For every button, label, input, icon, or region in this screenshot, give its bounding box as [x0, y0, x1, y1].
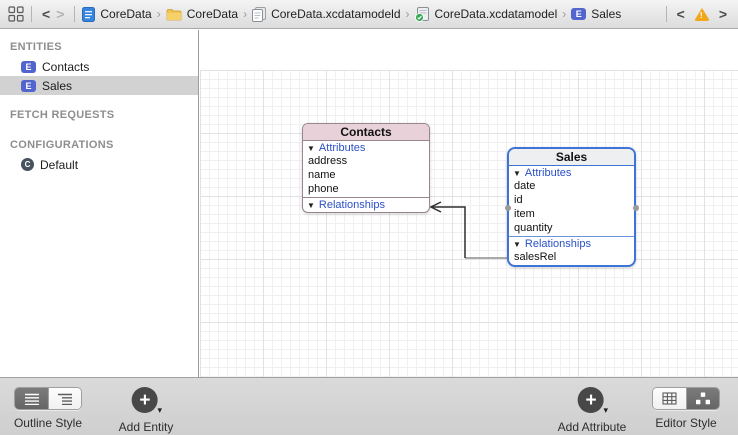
- entity-icon: E: [571, 8, 587, 20]
- entity-title[interactable]: Sales: [509, 149, 634, 166]
- attribute-row[interactable]: item: [514, 208, 535, 220]
- editor-style-graph-button[interactable]: [686, 388, 719, 409]
- entity-icon: E: [21, 60, 36, 73]
- configuration-icon: C: [21, 158, 34, 171]
- divider: [665, 6, 667, 22]
- breadcrumb-label: CoreData: [100, 7, 152, 21]
- section-label: Attributes: [524, 167, 572, 179]
- breadcrumb-project[interactable]: CoreData: [82, 6, 152, 22]
- hierarchical-list-icon: [57, 393, 72, 405]
- attributes-section-header[interactable]: ▼ Attributes: [509, 166, 634, 180]
- editor-style-segmented-control: [652, 387, 720, 410]
- editor-style-table-button[interactable]: [653, 388, 686, 409]
- editor-bottom-toolbar: Outline Style + ▾ Add Entity + ▾ Add Att…: [0, 377, 738, 435]
- add-attribute-button[interactable]: +: [578, 387, 604, 413]
- project-icon: [82, 6, 96, 22]
- section-label: Relationships: [318, 199, 385, 211]
- menu-caret-icon: ▾: [603, 405, 608, 415]
- model-bundle-icon: [252, 6, 267, 22]
- breadcrumb-group[interactable]: CoreData: [166, 7, 238, 21]
- disclosure-triangle-icon[interactable]: ▼: [513, 168, 521, 178]
- breadcrumb-label: CoreData: [186, 7, 239, 21]
- section-label: Attributes: [318, 142, 366, 154]
- forward-button[interactable]: >: [56, 6, 65, 22]
- attribute-row[interactable]: phone: [308, 183, 339, 195]
- sidebar-item-contacts[interactable]: E Contacts: [0, 57, 198, 76]
- divider: [31, 6, 32, 22]
- editor-style-label: Editor Style: [655, 416, 717, 430]
- previous-issue-button[interactable]: <: [676, 6, 685, 22]
- sidebar-item-label: Default: [40, 157, 79, 172]
- jump-bar: < > CoreData › CoreData ›: [0, 0, 738, 29]
- next-issue-button[interactable]: >: [718, 6, 727, 22]
- outline-style-hierarchical-button[interactable]: [47, 388, 81, 409]
- add-attribute-group: + ▾ Add Attribute: [557, 387, 627, 434]
- selection-handle-left[interactable]: [505, 205, 511, 211]
- entity-title[interactable]: Contacts: [303, 124, 429, 141]
- add-attribute-label: Add Attribute: [557, 420, 627, 434]
- breadcrumb-label: CoreData.xcdatamodeld: [271, 7, 401, 21]
- breadcrumb-entity-sales[interactable]: E Sales: [571, 7, 621, 21]
- folder-icon: [166, 8, 182, 20]
- breadcrumb-separator: ›: [405, 7, 410, 21]
- breadcrumb-separator: ›: [562, 7, 567, 21]
- attribute-row[interactable]: address: [308, 155, 348, 167]
- related-items-icon[interactable]: [8, 6, 24, 22]
- entity-box-sales[interactable]: Sales ▼ Attributes date id item quantity…: [507, 147, 636, 267]
- attribute-row[interactable]: date: [514, 180, 536, 192]
- section-label: Relationships: [524, 238, 591, 250]
- sidebar-item-label: Contacts: [42, 59, 90, 74]
- entity-box-contacts[interactable]: Contacts ▼ Attributes address name phone…: [302, 123, 430, 213]
- add-entity-label: Add Entity: [118, 420, 174, 434]
- plus-icon: +: [139, 389, 151, 411]
- attribute-row[interactable]: name: [308, 169, 336, 181]
- sidebar-item-label: Sales: [42, 78, 73, 93]
- breadcrumb-separator: ›: [156, 7, 161, 21]
- model-navigator-sidebar: ENTITIES E Contacts E Sales FETCH REQUES…: [0, 30, 199, 377]
- table-icon: [662, 392, 677, 405]
- plus-icon: +: [585, 389, 597, 411]
- disclosure-triangle-icon[interactable]: ▼: [513, 239, 521, 249]
- breadcrumb-model-version[interactable]: CoreData.xcdatamodel: [414, 6, 558, 22]
- add-entity-group: + ▾ Add Entity: [118, 387, 174, 434]
- selection-handle-right[interactable]: [633, 205, 639, 211]
- entities-section-header: ENTITIES: [10, 41, 62, 53]
- attributes-section-header[interactable]: ▼ Attributes: [303, 141, 429, 155]
- breadcrumb-label: CoreData.xcdatamodel: [434, 7, 558, 21]
- fetch-requests-section-header: FETCH REQUESTS: [10, 109, 115, 121]
- sidebar-item-default[interactable]: C Default: [0, 155, 198, 174]
- outline-style-flat-button[interactable]: [14, 388, 48, 409]
- model-graph-canvas[interactable]: Contacts ▼ Attributes address name phone…: [200, 30, 738, 377]
- relationships-section-header[interactable]: ▼ Relationships: [303, 197, 429, 212]
- outline-style-segmented-control: [13, 387, 82, 410]
- editor-style-group: Editor Style: [652, 387, 720, 430]
- sidebar-item-sales[interactable]: E Sales: [0, 76, 198, 95]
- configurations-section-header: CONFIGURATIONS: [10, 139, 114, 151]
- entity-icon: E: [21, 79, 36, 92]
- graph-icon: [696, 392, 710, 405]
- disclosure-triangle-icon[interactable]: ▼: [307, 143, 315, 153]
- outline-style-group: Outline Style: [14, 387, 82, 430]
- model-version-icon: [414, 6, 429, 22]
- back-button[interactable]: <: [42, 6, 51, 22]
- breadcrumb-label: Sales: [591, 7, 622, 21]
- disclosure-triangle-icon[interactable]: ▼: [307, 200, 315, 210]
- relationships-section-header[interactable]: ▼ Relationships: [509, 236, 634, 251]
- attribute-row[interactable]: id: [514, 194, 523, 206]
- relationship-row[interactable]: salesRel: [514, 251, 557, 263]
- outline-style-label: Outline Style: [13, 416, 83, 430]
- add-entity-button[interactable]: +: [131, 387, 158, 413]
- flat-list-icon: [24, 393, 39, 405]
- canvas-grid: [200, 70, 738, 377]
- breadcrumb-separator: ›: [243, 7, 248, 21]
- menu-caret-icon: ▾: [157, 405, 162, 415]
- divider: [74, 6, 76, 22]
- warning-icon[interactable]: !: [693, 7, 710, 21]
- breadcrumb-model-bundle[interactable]: CoreData.xcdatamodeld: [252, 6, 401, 22]
- attribute-row[interactable]: quantity: [514, 222, 553, 234]
